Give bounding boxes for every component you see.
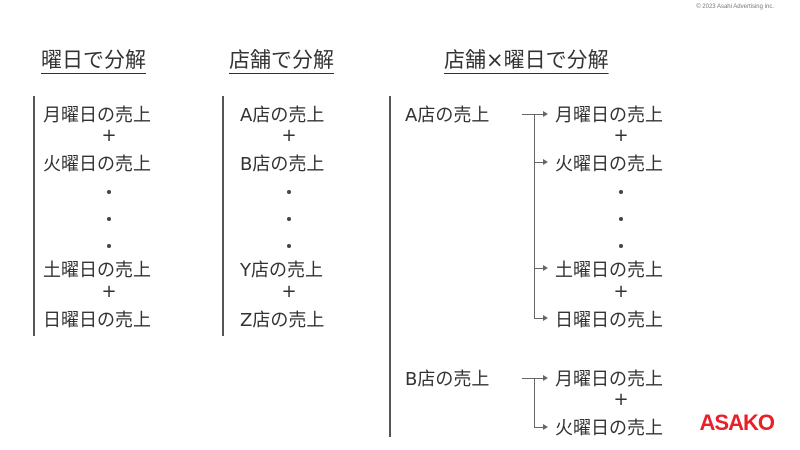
branch-trunk [534,378,535,428]
branch-line [534,427,543,428]
plus-sign: + [613,281,629,302]
plus-sign: + [281,281,297,302]
arrow-icon [543,424,548,430]
arrow-icon [543,265,548,271]
arrow-icon [543,375,548,381]
column-title-store: 店舗で分解 [229,48,334,72]
column-bar-store [222,96,224,336]
plus-sign: + [101,281,117,302]
arrow-icon [543,159,548,165]
copyright-notice: © 2023 Asahi Advertising inc. [696,4,774,10]
ellipsis-dot [287,217,291,221]
brand-logo: ASAKO [699,410,775,435]
column-title-store-weekday: 店舗×曜日で分解 [444,48,609,72]
ellipsis-dot [619,217,623,221]
weekday-item-sun: 日曜日の売上 [43,310,151,331]
store-item-a: A店の売上 [240,105,325,126]
group-a-item-sat: 土曜日の売上 [555,260,663,281]
weekday-item-tue: 火曜日の売上 [43,154,151,175]
branch-connector [522,114,534,115]
ellipsis-dot [287,190,291,194]
branch-line [534,268,543,269]
branch-connector [522,378,534,379]
group-a-item-mon: 月曜日の売上 [555,105,663,126]
group-b-item-tue: 火曜日の売上 [555,418,663,439]
column-bar-store-weekday [389,96,391,437]
column-title-weekday: 曜日で分解 [41,48,146,72]
store-item-b: B店の売上 [240,154,325,175]
branch-line [534,114,543,115]
group-b-item-mon: 月曜日の売上 [555,369,663,390]
plus-sign: + [281,125,297,146]
store-item-y: Y店の売上 [240,260,323,281]
group-store-b: B店の売上 [405,369,490,390]
plus-sign: + [613,389,629,410]
weekday-item-sat: 土曜日の売上 [43,260,151,281]
ellipsis-dot [107,244,111,248]
store-item-z: Z店の売上 [240,310,325,331]
branch-trunk [534,114,535,319]
branch-line [534,318,543,319]
ellipsis-dot [107,190,111,194]
branch-line [534,378,543,379]
arrow-icon [543,315,548,321]
ellipsis-dot [287,244,291,248]
ellipsis-dot [619,190,623,194]
column-bar-weekday [33,96,35,336]
branch-line [534,162,543,163]
plus-sign: + [101,125,117,146]
group-store-a: A店の売上 [405,105,490,126]
arrow-icon [543,111,548,117]
plus-sign: + [613,125,629,146]
ellipsis-dot [619,244,623,248]
group-a-item-tue: 火曜日の売上 [555,154,663,175]
group-a-item-sun: 日曜日の売上 [555,310,663,331]
weekday-item-mon: 月曜日の売上 [43,105,151,126]
ellipsis-dot [107,217,111,221]
